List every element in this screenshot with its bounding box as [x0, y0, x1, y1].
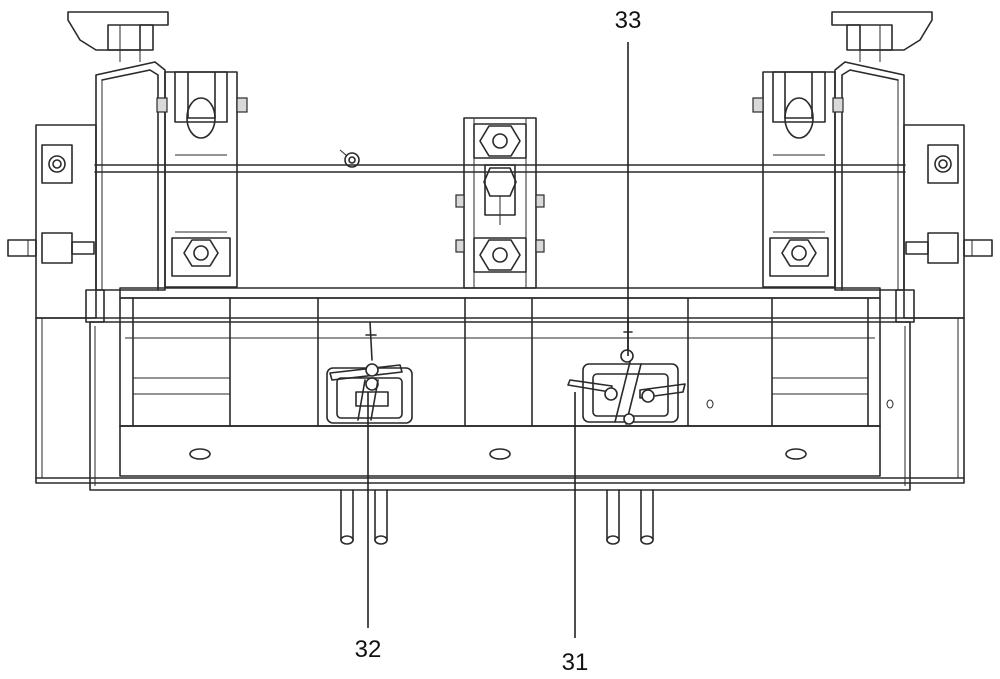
callout-32: 32: [355, 636, 382, 663]
lower-tray: [120, 288, 880, 476]
callout-31: 31: [562, 649, 589, 676]
right-rods: [607, 490, 653, 544]
left-side-column: [8, 125, 96, 478]
right-lock-mechanism: [568, 318, 685, 424]
center-clamp: [456, 118, 544, 288]
right-upright: [832, 12, 932, 322]
left-lock-mechanism: [327, 322, 412, 423]
left-upright: [68, 12, 168, 322]
right-clamp: [753, 72, 843, 287]
right-side-column: [904, 125, 992, 478]
callout-33: 33: [615, 7, 642, 34]
left-rods: [341, 490, 387, 544]
left-clamp: [157, 72, 247, 287]
